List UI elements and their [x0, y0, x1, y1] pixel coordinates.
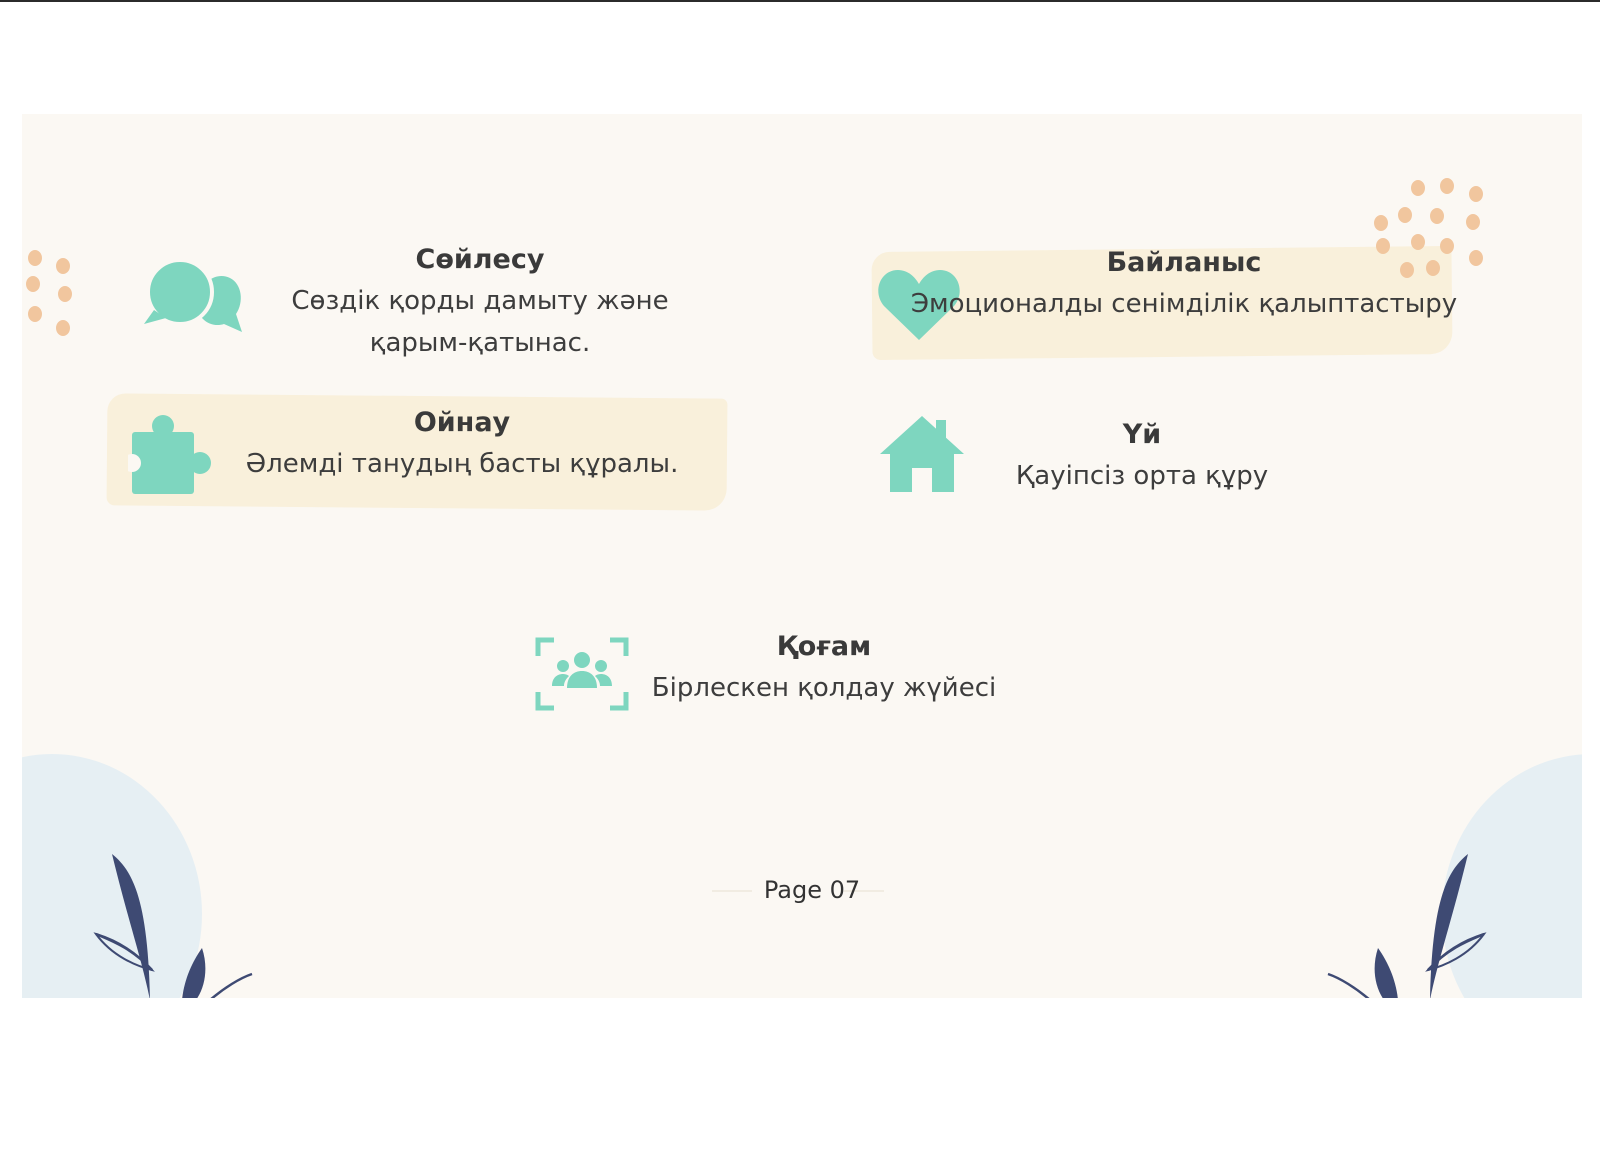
- leaf-decoration-right-icon: [1327, 854, 1487, 998]
- item-kogam: Қоғам Бірлескен қолдау жүйесі: [622, 627, 1026, 709]
- house-icon: [880, 416, 964, 492]
- item-bailanys: Байланыс Эмоционалды сенімділік қалыптас…: [884, 243, 1484, 325]
- item-ui: Үй Қауіпсіз орта құру: [942, 415, 1342, 497]
- page-number: Page 07: [763, 876, 861, 904]
- footer-line-left: [712, 890, 752, 892]
- group-icon: [535, 637, 629, 711]
- item-description: Сөздік қорды дамыту және қарым-қатынас.: [291, 286, 669, 358]
- item-description: Бірлескен қолдау жүйесі: [651, 673, 997, 703]
- item-title: Үй: [1122, 419, 1162, 450]
- puzzle-icon: [128, 415, 211, 494]
- heart-icon: [878, 270, 960, 340]
- item-description: Әлемді танудың басты құралы.: [245, 449, 679, 479]
- footer-line-right: [844, 890, 884, 892]
- item-oinau: Ойнау Әлемді танудың басты құралы.: [212, 403, 712, 485]
- leaf-decoration-left-icon: [93, 854, 253, 998]
- scan-edge: [0, 0, 1600, 2]
- item-soilesu: Сөйлесу Сөздік қорды дамыту және қарым-қ…: [230, 240, 730, 364]
- speech-bubbles-icon: [144, 258, 242, 332]
- item-title: Байланыс: [1106, 247, 1262, 278]
- item-title: Сөйлесу: [415, 244, 545, 275]
- item-description: Қауіпсіз орта құру: [1015, 461, 1269, 491]
- item-title: Ойнау: [413, 407, 511, 438]
- item-title: Қоғам: [776, 631, 872, 662]
- slide-page: Сөйлесу Сөздік қорды дамыту және қарым-қ…: [22, 114, 1582, 998]
- item-description: Эмоционалды сенімділік қалыптастыру: [910, 289, 1458, 319]
